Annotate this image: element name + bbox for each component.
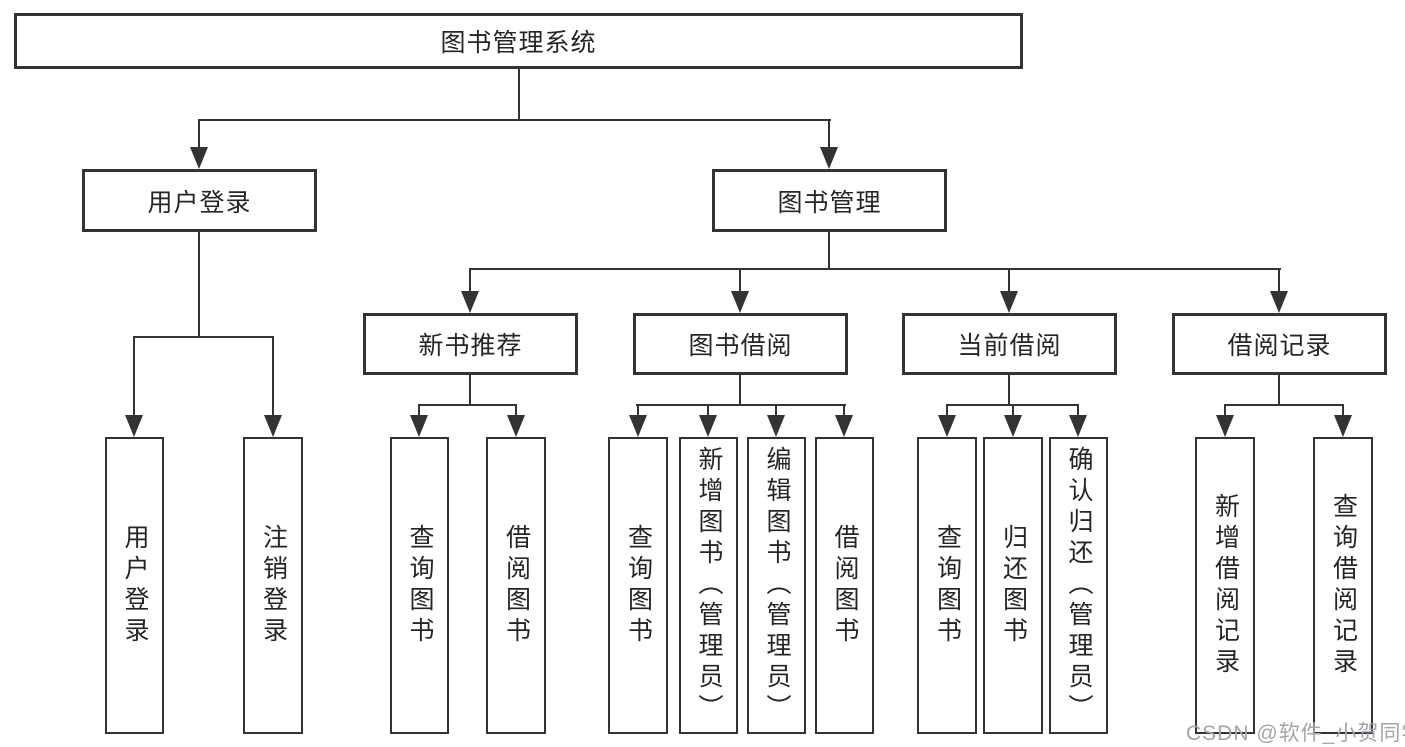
arrowhead-down-icon xyxy=(125,415,143,437)
node-user-login-label: 用户登录 xyxy=(147,188,252,217)
connector-leaf-stub xyxy=(637,404,639,417)
leaf-borrow-books-recommend-label: 借阅图书 xyxy=(502,523,531,648)
leaf-borrow-books-recommend: 借阅图书 xyxy=(486,437,546,734)
node-book-management-label: 图书管理 xyxy=(777,188,882,217)
arrowhead-down-icon xyxy=(767,415,785,437)
leaf-query-books-current-label: 查询图书 xyxy=(933,523,962,648)
root-node-label: 图书管理系统 xyxy=(440,29,597,57)
leaf-add-borrow-record: 新增借阅记录 xyxy=(1195,437,1255,734)
connector-level3-horizontal xyxy=(469,268,1281,270)
connector-leaf-stub xyxy=(1012,404,1014,417)
node-current-borrowing: 当前借阅 xyxy=(902,313,1117,375)
arrowhead-down-icon xyxy=(1216,415,1234,437)
arrowhead-down-icon xyxy=(1270,291,1288,313)
arrowhead-down-icon xyxy=(629,415,647,437)
connector-book-mgmt-down xyxy=(828,232,830,270)
node-book-borrowing: 图书借阅 xyxy=(633,313,848,375)
connector-leaf-stub xyxy=(946,404,948,417)
node-book-management: 图书管理 xyxy=(712,169,947,232)
connector-current-borrow-stub xyxy=(1008,268,1010,293)
arrowhead-down-icon xyxy=(1334,415,1352,437)
connector-root-vertical xyxy=(518,69,520,120)
leaf-query-books-borrowing: 查询图书 xyxy=(608,437,668,734)
leaf-confirm-return-admin-label: 确认归还（管理员） xyxy=(1065,446,1093,725)
node-book-borrowing-label: 图书借阅 xyxy=(688,332,793,360)
connector-new-book-children-horizontal xyxy=(418,404,517,406)
node-new-book-recommendation: 新书推荐 xyxy=(363,313,578,375)
connector-leaf-login-stub xyxy=(133,336,135,416)
arrowhead-down-icon xyxy=(190,147,208,169)
connector-book-borrow-children-horizontal xyxy=(636,404,846,406)
connector-user-login-down xyxy=(198,232,200,338)
csdn-watermark: CSDN @软件_小贺同学 xyxy=(1186,722,1405,745)
leaf-return-books: 归还图书 xyxy=(983,437,1043,734)
connector-leaf-logout-stub xyxy=(272,336,274,416)
leaf-user-login: 用户登录 xyxy=(105,437,164,734)
arrowhead-down-icon xyxy=(731,291,749,313)
leaf-user-login-label: 用户登录 xyxy=(121,523,149,648)
leaf-query-borrow-record-label: 查询借阅记录 xyxy=(1329,492,1358,679)
connector-book-borrow-stub xyxy=(739,268,741,293)
arrowhead-down-icon xyxy=(507,415,525,437)
leaf-add-borrow-record-label: 新增借阅记录 xyxy=(1211,492,1240,679)
connector-user-login-stub xyxy=(198,119,200,148)
node-user-login: 用户登录 xyxy=(82,169,317,232)
connector-leaf-stub xyxy=(707,404,709,417)
leaf-edit-books-admin: 编辑图书（管理员） xyxy=(747,437,806,734)
leaf-borrow-books-label: 借阅图书 xyxy=(831,523,859,648)
arrowhead-down-icon xyxy=(699,415,717,437)
connector-borrow-records-children-horizontal xyxy=(1224,404,1344,406)
connector-current-borrow-down xyxy=(1008,375,1010,406)
arrowhead-down-icon xyxy=(938,415,956,437)
leaf-add-books-admin: 新增图书（管理员） xyxy=(679,437,738,734)
connector-leaf-stub xyxy=(515,404,517,417)
leaf-add-books-admin-label: 新增图书（管理员） xyxy=(695,446,723,725)
connector-new-book-stub xyxy=(469,268,471,293)
arrowhead-down-icon xyxy=(1000,291,1018,313)
connector-level2-horizontal xyxy=(198,119,831,121)
connector-borrow-records-down xyxy=(1278,375,1280,406)
leaf-confirm-return-admin: 确认归还（管理员） xyxy=(1049,437,1108,734)
arrowhead-down-icon xyxy=(1069,415,1087,437)
connector-borrow-records-stub xyxy=(1278,268,1280,293)
connector-leaf-stub xyxy=(1342,404,1344,417)
connector-user-login-children-horizontal xyxy=(133,336,274,338)
node-borrowing-records: 借阅记录 xyxy=(1172,313,1387,375)
connector-leaf-stub xyxy=(1077,404,1079,417)
arrowhead-down-icon xyxy=(461,291,479,313)
arrowhead-down-icon xyxy=(835,415,853,437)
node-new-book-recommendation-label: 新书推荐 xyxy=(418,332,523,360)
connector-book-mgmt-stub xyxy=(828,119,830,148)
leaf-edit-books-admin-label: 编辑图书（管理员） xyxy=(763,446,791,725)
leaf-logout: 注销登录 xyxy=(243,437,303,734)
arrowhead-down-icon xyxy=(410,415,428,437)
connector-book-borrow-down xyxy=(739,375,741,406)
connector-leaf-stub xyxy=(775,404,777,417)
leaf-query-books-recommend: 查询图书 xyxy=(390,437,449,734)
leaf-borrow-books: 借阅图书 xyxy=(815,437,874,734)
leaf-return-books-label: 归还图书 xyxy=(999,523,1028,648)
root-node-library-management-system: 图书管理系统 xyxy=(14,13,1023,69)
leaf-query-books-borrowing-label: 查询图书 xyxy=(624,523,653,648)
leaf-query-books-recommend-label: 查询图书 xyxy=(406,523,434,648)
connector-leaf-stub xyxy=(843,404,845,417)
arrowhead-down-icon xyxy=(820,147,838,169)
node-current-borrowing-label: 当前借阅 xyxy=(957,332,1062,360)
leaf-logout-label: 注销登录 xyxy=(259,523,288,648)
arrowhead-down-icon xyxy=(1004,415,1022,437)
connector-leaf-stub xyxy=(1224,404,1226,417)
node-borrowing-records-label: 借阅记录 xyxy=(1227,332,1332,360)
leaf-query-books-current: 查询图书 xyxy=(917,437,977,734)
arrowhead-down-icon xyxy=(264,415,282,437)
leaf-query-borrow-record: 查询借阅记录 xyxy=(1313,437,1373,734)
connector-leaf-stub xyxy=(418,404,420,417)
connector-new-book-down xyxy=(469,375,471,406)
